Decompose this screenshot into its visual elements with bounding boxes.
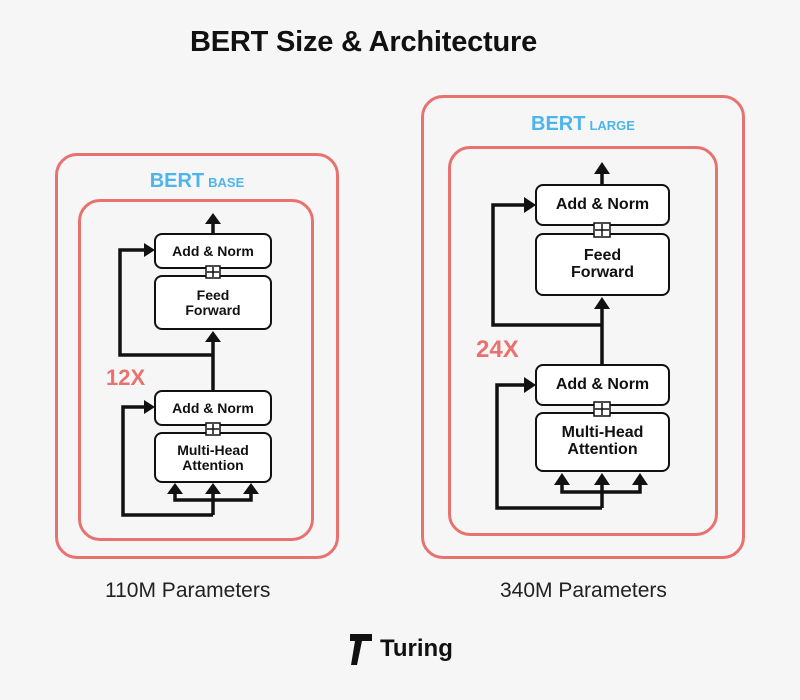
- bert-large-name: BERT: [531, 113, 586, 135]
- page-title: BERT Size & Architecture: [190, 26, 538, 58]
- turing-logo-icon: [350, 634, 372, 665]
- brand-name: Turing: [380, 635, 453, 662]
- bert-base-attention-block: Multi-Head Attention: [154, 432, 272, 483]
- bert-large-top-add-norm-block: Add & Norm: [535, 184, 670, 226]
- bert-large-parameters-label: 340M Parameters: [500, 579, 667, 602]
- bert-base-top-add-norm-block: Add & Norm: [154, 233, 272, 269]
- bert-base-layers-label: 12X: [106, 365, 146, 390]
- bert-large-outer-frame: [421, 95, 745, 559]
- bert-base-feed-forward-block: Feed Forward: [154, 275, 272, 330]
- bert-large-bottom-add-norm-block: Add & Norm: [535, 364, 670, 406]
- brand: Turing: [348, 632, 453, 666]
- bert-base-outer-frame: [55, 153, 339, 559]
- bert-base-parameters-label: 110M Parameters: [105, 579, 271, 602]
- bert-large-variant: LARGE: [589, 118, 635, 133]
- bert-large-attention-block: Multi-Head Attention: [535, 412, 670, 472]
- bert-large-feed-forward-block: Feed Forward: [535, 233, 670, 296]
- bert-base-inner-frame: [78, 199, 314, 541]
- bert-large-inner-frame: [448, 146, 718, 536]
- bert-base-bottom-add-norm-block: Add & Norm: [154, 390, 272, 426]
- bert-large-layers-label: 24X: [476, 336, 519, 363]
- bert-base-name: BERT: [149, 170, 205, 192]
- bert-base-variant: BASE: [208, 175, 245, 190]
